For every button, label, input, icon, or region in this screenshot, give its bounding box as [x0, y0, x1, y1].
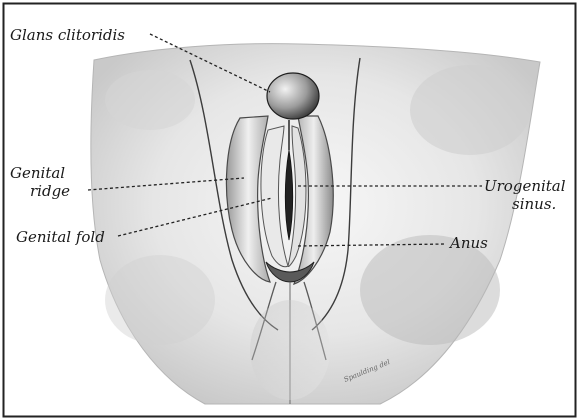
label-anus: Anus: [448, 234, 488, 252]
skin-shading: [410, 65, 530, 155]
glans-clitoridis: [267, 73, 319, 119]
skin-shading: [105, 255, 215, 345]
skin-shading: [105, 70, 195, 130]
label-genital-fold: Genital fold: [16, 228, 105, 246]
label-urogenital-line2: sinus.: [512, 195, 556, 213]
label-urogenital-line1: Urogenital: [484, 177, 566, 195]
label-genital-ridge-line2: ridge: [30, 182, 70, 200]
label-genital-ridge-line1: Genital: [10, 164, 65, 182]
label-glans-clitoridis: Glans clitoridis: [10, 26, 125, 44]
buttock-shading: [250, 300, 330, 400]
